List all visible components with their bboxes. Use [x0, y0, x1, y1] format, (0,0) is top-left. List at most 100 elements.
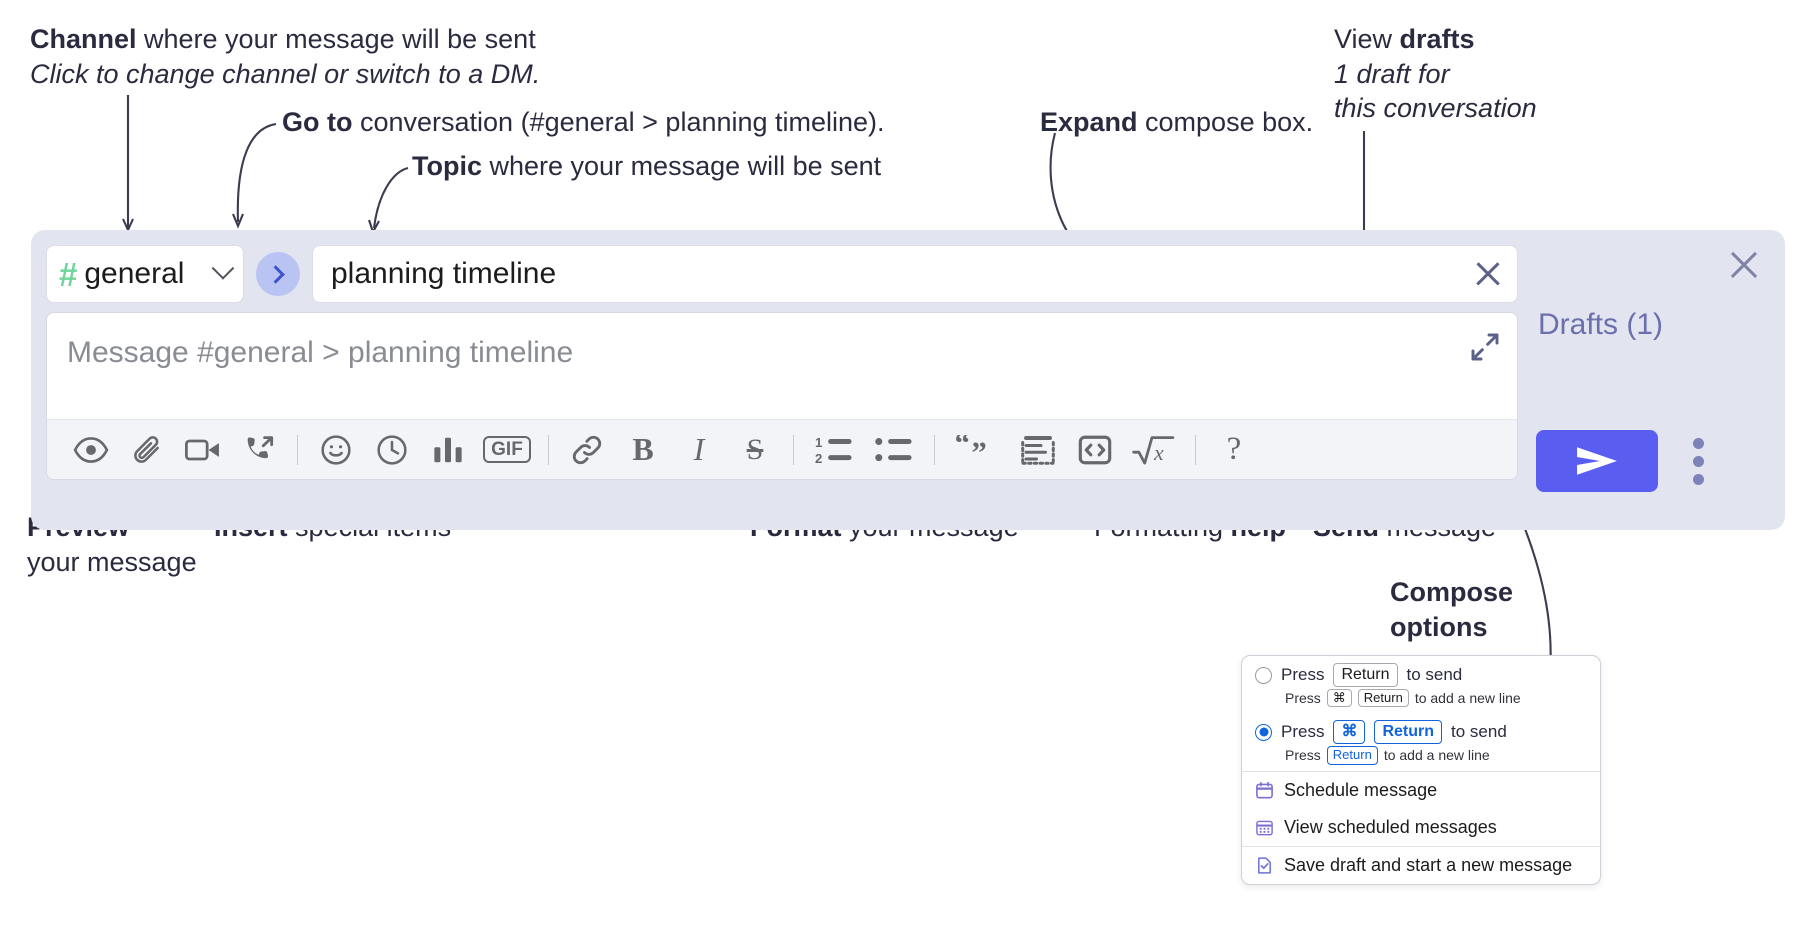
code-block-button[interactable] — [1009, 426, 1067, 474]
video-clip-button[interactable] — [175, 426, 231, 474]
help-button[interactable]: ? — [1206, 426, 1262, 474]
menu-option-cmd-return-to-send[interactable]: Press ⌘ Return to send — [1242, 713, 1600, 746]
key-return: Return — [1357, 689, 1409, 708]
menu-item-view-scheduled-messages[interactable]: View scheduled messages — [1242, 809, 1600, 846]
annotation-drafts-strong: drafts — [1399, 24, 1475, 54]
annotation-expand-strong: Expand — [1040, 107, 1138, 137]
send-paper-plane-icon — [1577, 447, 1617, 475]
key-command: ⌘ — [1333, 720, 1366, 745]
key-return: Return — [1374, 720, 1443, 745]
calendar-grid-icon — [1256, 820, 1273, 835]
bold-icon: B — [632, 431, 654, 467]
compose-box: # general planning timeline Message #gen… — [31, 230, 1785, 530]
annotation-channel-italic: Click to change channel or switch to a D… — [30, 58, 541, 89]
annotation-topic-rest: where your message will be sent — [482, 151, 882, 181]
bulleted-list-button[interactable] — [864, 426, 924, 474]
question-mark-icon: ? — [1226, 431, 1242, 467]
annotation-drafts-lead: View — [1334, 24, 1400, 54]
expand-icon[interactable] — [1469, 331, 1501, 363]
menu-item-label: Schedule message — [1284, 779, 1438, 800]
strikethrough-button[interactable]: S — [727, 426, 783, 474]
menu-divider — [1242, 770, 1600, 772]
reminder-button[interactable] — [364, 426, 420, 474]
annotation-goto-strong: Go to — [282, 107, 353, 137]
annotation-expand: Expand compose box. — [1040, 105, 1313, 140]
annotation-channel: Channel where your message will be sent … — [30, 22, 540, 91]
option2-sub-pre: Press — [1285, 747, 1321, 764]
channel-row: # general planning timeline — [46, 244, 1518, 304]
svg-text:“: “ — [956, 435, 970, 460]
option2-post: to send — [1451, 722, 1507, 742]
compose-options-button[interactable] — [1683, 435, 1713, 487]
menu-item-schedule-message[interactable]: Schedule message — [1242, 772, 1600, 809]
send-button[interactable] — [1536, 430, 1658, 492]
radio-button-off[interactable] — [1255, 666, 1272, 684]
chevron-right-icon — [265, 264, 285, 284]
toolbar-divider — [934, 434, 935, 465]
option2-sub-post: to add a new line — [1383, 747, 1490, 764]
svg-text:x: x — [1153, 441, 1164, 465]
code-button[interactable] — [1067, 426, 1123, 474]
annotation-expand-rest: compose box. — [1137, 107, 1314, 137]
annotation-drafts-italic2: this conversation — [1334, 93, 1537, 124]
menu-option-return-to-send[interactable]: Press Return to send — [1242, 656, 1600, 689]
option1-post: to send — [1406, 665, 1463, 684]
menu-item-save-draft[interactable]: Save draft and start a new message — [1242, 847, 1600, 884]
ellipsis-dot — [1692, 455, 1704, 467]
channel-selector[interactable]: # general — [46, 245, 244, 303]
annotation-goto: Go to conversation (#general > planning … — [282, 105, 885, 140]
annotation-goto-rest: conversation (#general > planning timeli… — [352, 107, 885, 137]
toolbar-divider — [548, 434, 549, 465]
annotation-topic: Topic where your message will be sent — [412, 149, 881, 184]
math-button[interactable]: x — [1123, 426, 1185, 474]
key-return: Return — [1333, 663, 1398, 687]
annotation-topic-strong: Topic — [412, 151, 482, 181]
compose-options-menu: Press Return to send Press ⌘ Return to a… — [1241, 655, 1601, 885]
formatting-toolbar: GIF B I S — [47, 419, 1517, 479]
menu-item-label: Save draft and start a new message — [1284, 854, 1573, 875]
ellipsis-dot — [1692, 437, 1704, 449]
annotation-channel-strong: Channel — [30, 24, 137, 54]
topic-value: planning timeline — [331, 257, 557, 290]
preview-button[interactable] — [63, 426, 119, 474]
emoji-button[interactable] — [308, 426, 364, 474]
menu-option-return-sub: Press ⌘ Return to add a new line — [1242, 689, 1600, 713]
annotation-preview-rest: your message — [27, 546, 197, 577]
audio-clip-button[interactable] — [231, 426, 287, 474]
italic-icon: I — [693, 431, 705, 467]
attach-button[interactable] — [119, 426, 175, 474]
ordered-list-button[interactable]: 1 2 — [804, 426, 864, 474]
drafts-link[interactable]: Drafts (1) — [1538, 308, 1664, 341]
clear-topic-icon[interactable] — [1473, 259, 1503, 289]
svg-text:2: 2 — [815, 451, 822, 465]
gif-label: GIF — [483, 435, 531, 464]
radio-button-on[interactable] — [1255, 723, 1272, 741]
blockquote-button[interactable]: “ ” — [945, 426, 1009, 474]
svg-text:1: 1 — [815, 435, 822, 450]
toolbar-divider — [1195, 434, 1196, 465]
link-button[interactable] — [559, 426, 615, 474]
hash-icon: # — [59, 255, 77, 293]
strikethrough-icon: S — [746, 432, 764, 466]
document-check-icon — [1258, 856, 1271, 874]
goto-conversation-button[interactable] — [256, 252, 300, 296]
toolbar-divider — [793, 434, 794, 465]
close-icon[interactable] — [1727, 248, 1761, 282]
key-command: ⌘ — [1326, 689, 1352, 708]
gif-button[interactable]: GIF — [476, 426, 538, 474]
bold-button[interactable]: B — [615, 426, 671, 474]
annotation-drafts-italic1: 1 draft for — [1334, 58, 1450, 89]
key-return: Return — [1326, 746, 1378, 765]
annotation-drafts: View drafts 1 draft for this conversatio… — [1334, 22, 1537, 126]
connector-topic — [372, 166, 409, 229]
italic-button[interactable]: I — [671, 426, 727, 474]
compose-right-panel: Drafts (1) — [1518, 230, 1785, 530]
ellipsis-dot — [1692, 473, 1704, 485]
chevron-down-icon — [211, 257, 235, 280]
poll-button[interactable] — [420, 426, 476, 474]
option1-pre: Press — [1281, 665, 1325, 684]
toolbar-divider — [297, 434, 298, 465]
message-input-area[interactable]: Message #general > planning timeline — [46, 312, 1518, 480]
option2-pre: Press — [1281, 722, 1325, 742]
topic-input[interactable]: planning timeline — [312, 245, 1518, 303]
